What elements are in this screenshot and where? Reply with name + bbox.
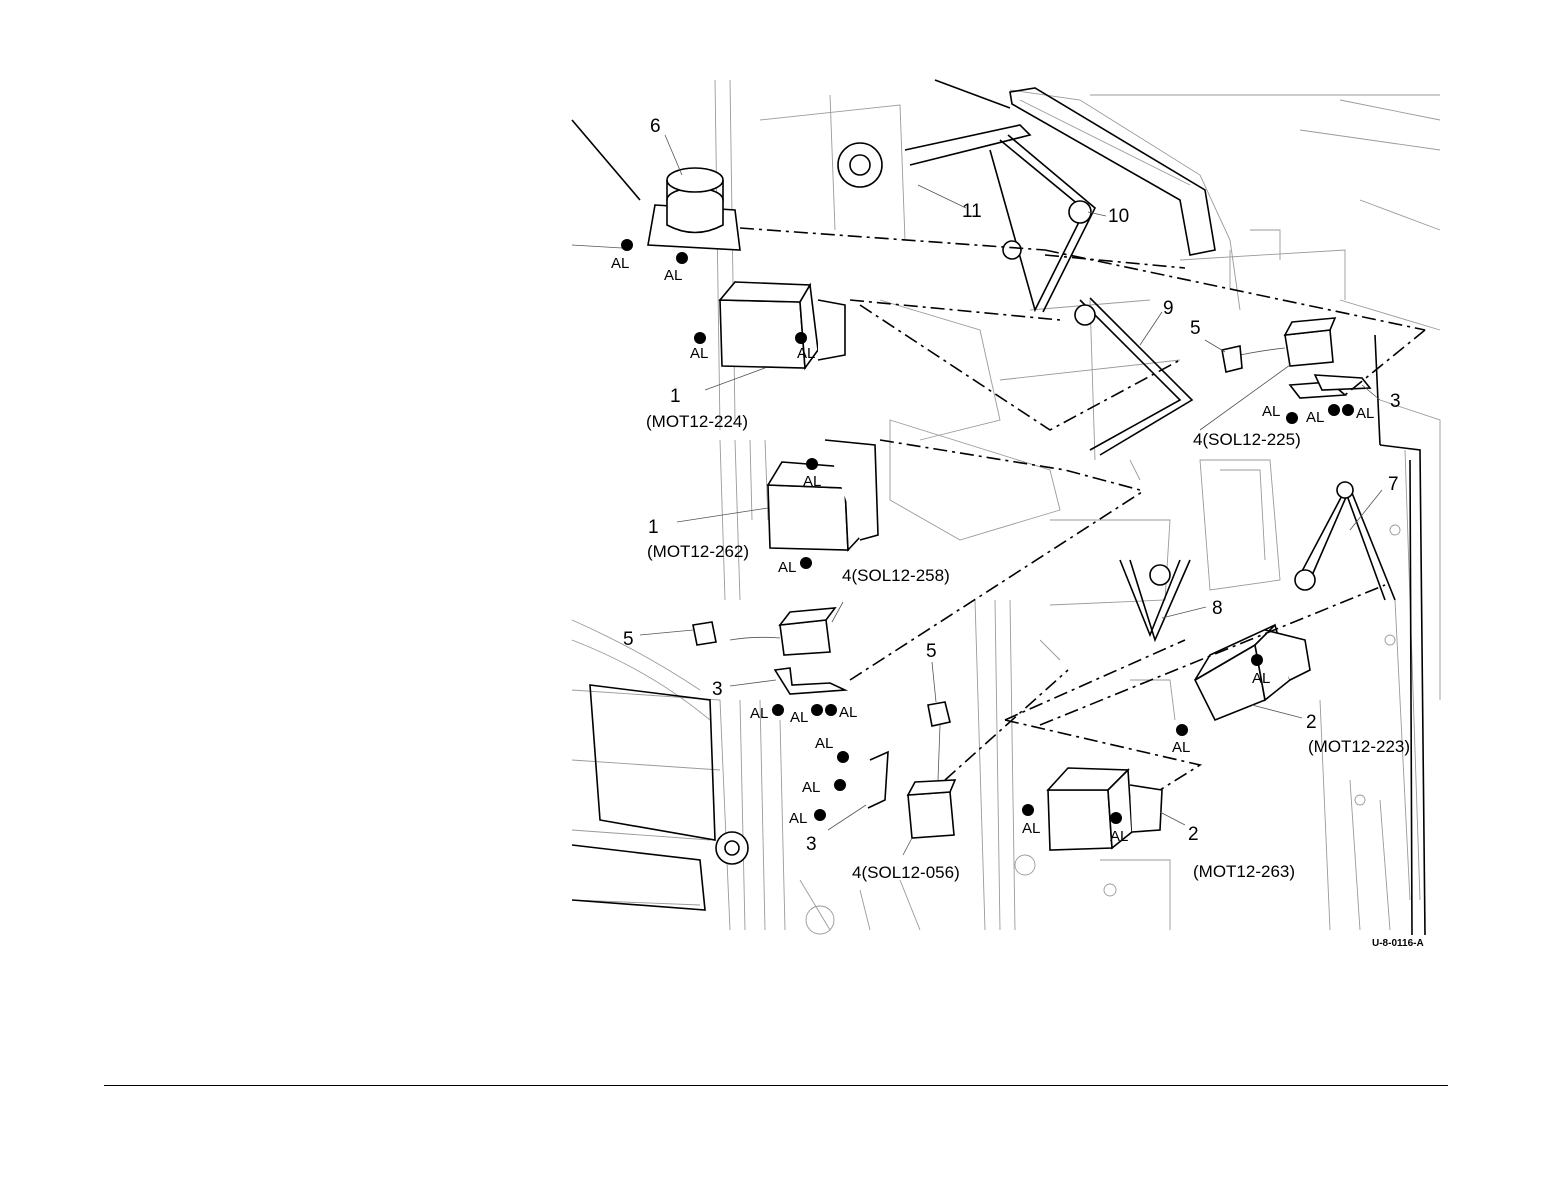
part-2-mot12-223-number: 2 bbox=[1306, 712, 1317, 733]
belt-11 bbox=[838, 125, 1030, 187]
al-label: AL bbox=[1110, 828, 1128, 845]
al-label: AL bbox=[664, 267, 682, 284]
part-4-sol12-225-code: (SOL12-225) bbox=[1202, 430, 1300, 449]
part-4-sol12-225-label: 4(SOL12-225) bbox=[1193, 430, 1301, 449]
page-divider bbox=[104, 1085, 1448, 1086]
part-4-sol12-056-code: (SOL12-056) bbox=[861, 863, 959, 882]
motor-mot12-262-shape bbox=[768, 440, 878, 550]
part-2-mot12-263-number: 2 bbox=[1188, 824, 1199, 845]
part-4-sol12-056-label: 4(SOL12-056) bbox=[852, 863, 960, 882]
figure-id: U-8-0116-A bbox=[1372, 938, 1424, 949]
part-5-mid-number: 5 bbox=[926, 641, 937, 662]
belt-10 bbox=[990, 135, 1095, 312]
part-5-top-shape bbox=[1222, 346, 1242, 372]
solenoid-sol12-258-shape bbox=[730, 608, 845, 694]
al-label: AL bbox=[797, 345, 815, 362]
al-label: AL bbox=[1262, 403, 1280, 420]
al-label: AL bbox=[1252, 670, 1270, 687]
part-11-number: 11 bbox=[962, 201, 982, 222]
part-5-left-shape bbox=[693, 622, 716, 645]
al-label: AL bbox=[750, 705, 768, 722]
part-8-number: 8 bbox=[1212, 598, 1223, 619]
al-label: AL bbox=[1306, 409, 1324, 426]
part-4-sol12-225-number: 4 bbox=[1193, 430, 1202, 449]
part-1-mot12-224-number: 1 bbox=[670, 386, 681, 407]
part-5-mid-shape bbox=[928, 702, 950, 780]
al-label: AL bbox=[1022, 820, 1040, 837]
part-4-sol12-258-code: (SOL12-258) bbox=[851, 566, 949, 585]
part-2-mot12-263-code: (MOT12-263) bbox=[1193, 862, 1295, 881]
part-1-mot12-224-code: (MOT12-224) bbox=[646, 412, 748, 431]
part-9-number: 9 bbox=[1163, 298, 1174, 319]
part-5-top-number: 5 bbox=[1190, 318, 1201, 339]
al-label: AL bbox=[778, 559, 796, 576]
part-10-number: 10 bbox=[1108, 206, 1129, 227]
part-3-left-number: 3 bbox=[712, 679, 723, 700]
al-label: AL bbox=[815, 735, 833, 752]
part-5-left-number: 5 bbox=[623, 629, 634, 650]
bracket-3-right-shape bbox=[1315, 375, 1370, 390]
part-2-mot12-223-code: (MOT12-223) bbox=[1308, 737, 1410, 756]
al-label: AL bbox=[790, 709, 808, 726]
svg-text:4(SOL12-056): 4(SOL12-056) bbox=[852, 863, 960, 882]
al-label: AL bbox=[690, 345, 708, 362]
solenoid-sol12-056-shape bbox=[868, 752, 955, 838]
part-1-mot12-262-number: 1 bbox=[648, 517, 659, 538]
al-label: AL bbox=[803, 473, 821, 490]
belt-7 bbox=[1295, 482, 1395, 600]
part-6-shape bbox=[648, 168, 740, 250]
al-label: AL bbox=[839, 704, 857, 721]
part-7-number: 7 bbox=[1388, 474, 1399, 495]
part-4-sol12-258-label: 4(SOL12-258) bbox=[842, 566, 950, 585]
al-label: AL bbox=[789, 810, 807, 827]
part-6-number: 6 bbox=[650, 116, 661, 137]
part-4-sol12-258-number: 4 bbox=[842, 566, 851, 585]
part-4-sol12-056-number: 4 bbox=[852, 863, 861, 882]
al-label: AL bbox=[611, 255, 629, 272]
al-label: AL bbox=[1356, 405, 1374, 422]
svg-text:4(SOL12-258): 4(SOL12-258) bbox=[842, 566, 950, 585]
motor-mot12-263-shape bbox=[1048, 768, 1162, 850]
al-label: AL bbox=[802, 779, 820, 796]
motor-mot12-224-shape bbox=[720, 282, 845, 368]
part-3-bottom-number: 3 bbox=[806, 834, 817, 855]
al-label: AL bbox=[1172, 739, 1190, 756]
part-1-mot12-262-code: (MOT12-262) bbox=[647, 542, 749, 561]
part-3-right-number: 3 bbox=[1390, 391, 1401, 412]
svg-text:4(SOL12-225): 4(SOL12-225) bbox=[1193, 430, 1301, 449]
